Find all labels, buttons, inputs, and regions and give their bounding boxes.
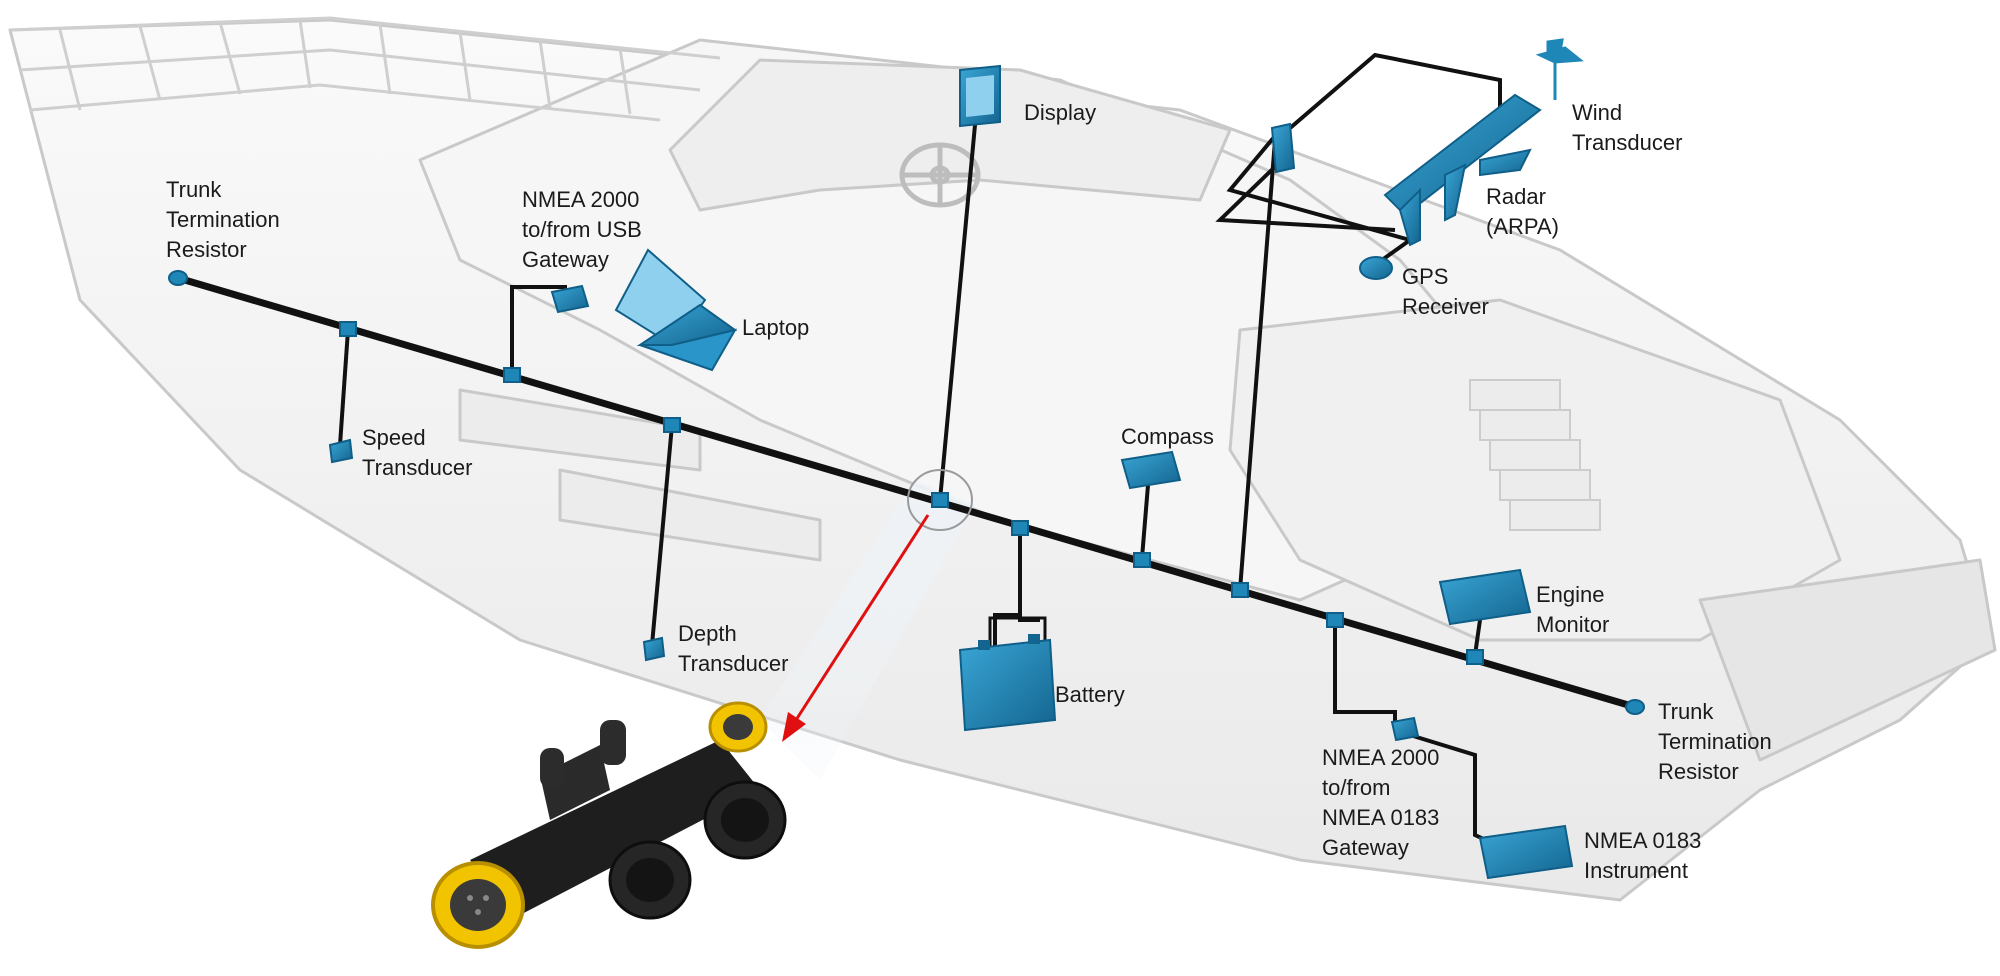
radar-junction-box: [1270, 122, 1296, 174]
label-line: GPS: [1402, 264, 1449, 289]
label-line: NMEA 0183: [1584, 828, 1702, 853]
nmea-backbone: [174, 274, 1639, 711]
depth-transducer-device: [642, 636, 666, 662]
label-line: Depth: [678, 621, 737, 646]
boat-hull: [8, 18, 1997, 902]
label-line: Resistor: [1658, 759, 1739, 784]
label-line: Gateway: [1322, 835, 1409, 860]
cockpit-stairs: [1469, 379, 1601, 531]
label-compass: Compass: [1121, 422, 1214, 452]
bow-railing: [9, 16, 721, 122]
steering-wheel: [899, 142, 981, 208]
usb-gateway-device: [550, 284, 590, 314]
trunk-termination-resistor-left: [168, 270, 188, 286]
label-trunk-termination-resistor-left: Trunk Termination Resistor: [166, 175, 280, 265]
engine-monitor-device: [1438, 568, 1532, 626]
label-line: Gateway: [522, 247, 609, 272]
t-connector-product: [431, 701, 787, 949]
label-gps-receiver: GPS Receiver: [1402, 262, 1489, 322]
label-line: Transducer: [678, 651, 789, 676]
label-line: Trunk: [1658, 699, 1714, 724]
termination-resistors: [168, 270, 1645, 715]
label-speed-transducer: Speed Transducer: [362, 423, 472, 483]
laptop-device: [614, 248, 738, 372]
label-depth-transducer: Depth Transducer: [678, 619, 788, 679]
devices: [328, 122, 1574, 880]
callout-arrow: [782, 514, 930, 742]
label-wind-transducer: Wind Transducer: [1572, 98, 1682, 158]
battery-device: [958, 634, 1057, 732]
label-line: Speed: [362, 425, 426, 450]
label-battery: Battery: [1055, 680, 1125, 710]
label-display: Display: [1024, 98, 1096, 128]
label-line: Resistor: [166, 237, 247, 262]
label-line: Radar: [1486, 184, 1546, 209]
label-line: (ARPA): [1486, 214, 1559, 239]
label-line: Termination: [1658, 729, 1772, 754]
label-line: Transducer: [1572, 130, 1683, 155]
label-line: Instrument: [1584, 858, 1688, 883]
speed-transducer-device: [328, 438, 354, 464]
label-trunk-termination-resistor-right: Trunk Termination Resistor: [1658, 697, 1772, 787]
label-nmea0183-instrument: NMEA 0183 Instrument: [1584, 826, 1701, 886]
compass-device: [1120, 450, 1182, 490]
wind-transducer-device: [1535, 38, 1584, 100]
trunk-termination-resistor-right: [1625, 699, 1645, 715]
label-line: to/from: [1322, 775, 1391, 800]
label-line: Transducer: [362, 455, 473, 480]
magnify-beam: [760, 480, 975, 780]
label-engine-monitor: Engine Monitor: [1536, 580, 1609, 640]
label-line: Receiver: [1402, 294, 1489, 319]
label-line: Compass: [1121, 424, 1214, 449]
label-line: Display: [1024, 100, 1097, 125]
display-device: [959, 64, 1001, 128]
radar-device: [1383, 93, 1542, 247]
label-line: Termination: [166, 207, 280, 232]
label-line: NMEA 0183: [1322, 805, 1440, 830]
label-radar: Radar (ARPA): [1486, 182, 1559, 242]
label-usb-gateway: NMEA 2000 to/from USB Gateway: [522, 185, 642, 275]
label-line: Laptop: [742, 315, 810, 340]
label-nmea0183-gateway: NMEA 2000 to/from NMEA 0183 Gateway: [1322, 743, 1439, 863]
magnifier-circle: [907, 469, 973, 531]
label-line: NMEA 2000: [1322, 745, 1440, 770]
label-line: NMEA 2000: [522, 187, 640, 212]
label-line: Monitor: [1536, 612, 1610, 637]
label-line: Battery: [1055, 682, 1125, 707]
label-line: Trunk: [166, 177, 222, 202]
nmea0183-gateway-device: [1390, 716, 1420, 742]
label-line: Wind: [1572, 100, 1623, 125]
label-line: to/from USB: [522, 217, 642, 242]
label-laptop: Laptop: [742, 313, 809, 343]
label-line: Engine: [1536, 582, 1605, 607]
backbone-tees: [339, 321, 1484, 665]
nmea0183-instrument-device: [1478, 824, 1574, 880]
gps-receiver-device: [1359, 256, 1393, 280]
